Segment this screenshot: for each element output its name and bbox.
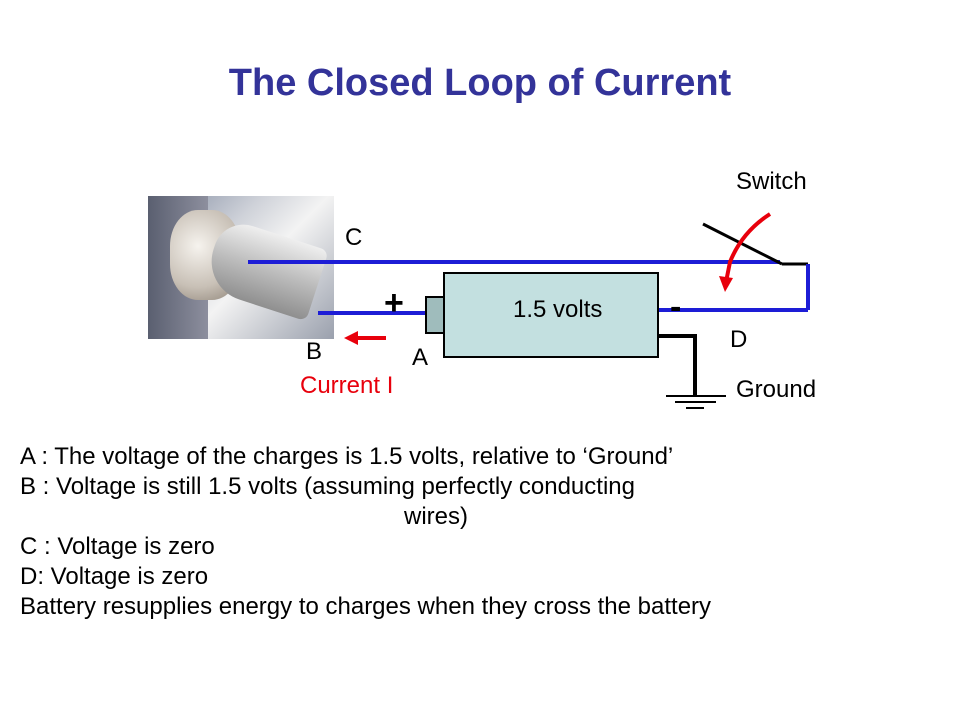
battery-voltage-label: 1.5 volts <box>513 296 603 323</box>
explanation-line-a: A : The voltage of the charges is 1.5 vo… <box>20 443 674 470</box>
point-a-label: A <box>412 344 429 371</box>
point-c-label: C <box>345 224 363 251</box>
explanation-line-b: B : Voltage is still 1.5 volts (assuming… <box>20 473 635 500</box>
explanation-text: A : The voltage of the charges is 1.5 vo… <box>20 442 950 622</box>
negative-terminal-sign: - <box>670 288 682 326</box>
battery <box>443 272 659 358</box>
explanation-line-c: C : Voltage is zero <box>20 533 215 560</box>
current-arrowhead <box>344 331 358 345</box>
ground-lead <box>659 334 697 395</box>
explanation-line-d: D: Voltage is zero <box>20 563 209 590</box>
current-label: Current I <box>300 372 394 399</box>
switch-arrowhead <box>719 276 733 292</box>
slide-title: The Closed Loop of Current <box>228 62 732 104</box>
explanation-line-b-continued: wires) <box>404 503 468 530</box>
ground-label: Ground <box>736 376 817 403</box>
battery-terminal-cap <box>425 296 445 334</box>
explanation-line-battery: Battery resupplies energy to charges whe… <box>20 593 712 620</box>
switch-arrow <box>724 212 772 283</box>
positive-terminal-sign: + <box>384 284 404 322</box>
point-b-label: B <box>306 338 323 365</box>
switch-label: Switch <box>736 168 807 195</box>
point-d-label: D <box>730 326 748 353</box>
light-bulb-image <box>148 196 334 339</box>
switch-blade <box>702 222 783 266</box>
